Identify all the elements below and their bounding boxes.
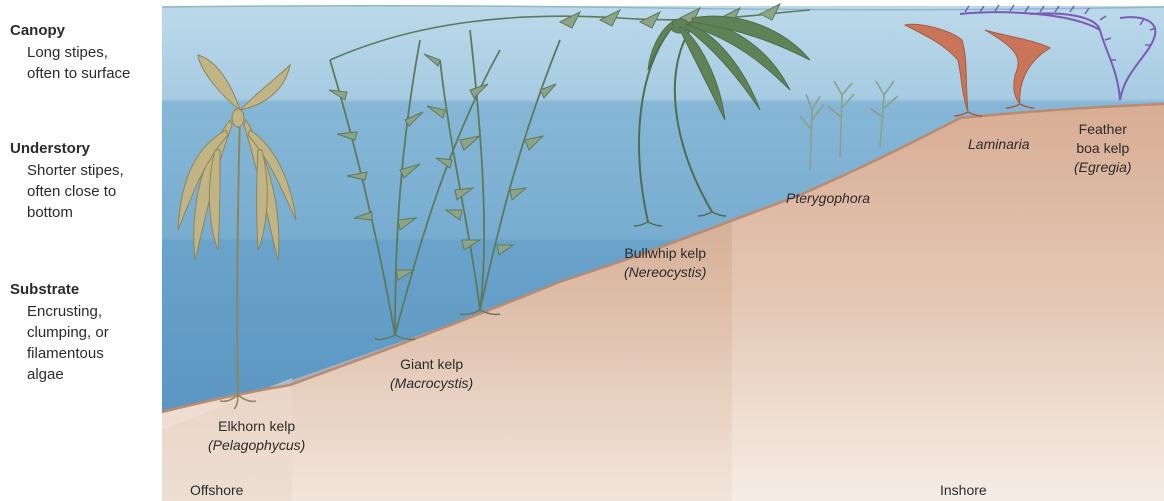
label-inshore: Inshore <box>940 482 987 498</box>
label-elkhorn-kelp: Elkhorn kelp (Pelagophycus) <box>208 417 305 455</box>
bullwhip-scientific-name: (Nereocystis) <box>624 263 706 282</box>
giant-scientific-name: (Macrocystis) <box>390 374 473 393</box>
laminaria-scientific-name: Laminaria <box>968 135 1029 154</box>
zone-title-substrate: Substrate <box>10 281 79 299</box>
label-offshore: Offshore <box>190 482 243 498</box>
giant-common-name: Giant kelp <box>390 355 473 374</box>
zone-desc-canopy: Long stipes, often to surface <box>27 42 130 84</box>
zone-desc-understory: Shorter stipes, often close to bottom <box>27 160 124 223</box>
feather-scientific-name: (Egregia) <box>1074 158 1132 177</box>
pterygophora-scientific-name: Pterygophora <box>786 189 870 208</box>
elkhorn-common-name: Elkhorn kelp <box>208 417 305 436</box>
zone-title-canopy: Canopy <box>10 22 65 40</box>
label-giant-kelp: Giant kelp (Macrocystis) <box>390 355 473 393</box>
label-laminaria: Laminaria <box>968 135 1029 154</box>
label-bullwhip-kelp: Bullwhip kelp (Nereocystis) <box>624 244 706 282</box>
zone-title-understory: Understory <box>10 140 90 158</box>
feather-common-name-2: boa kelp <box>1074 139 1132 158</box>
elkhorn-scientific-name: (Pelagophycus) <box>208 436 305 455</box>
label-feather-boa-kelp: Feather boa kelp (Egregia) <box>1074 120 1132 177</box>
feather-common-name-1: Feather <box>1074 120 1132 139</box>
label-pterygophora: Pterygophora <box>786 189 870 208</box>
zone-desc-substrate: Encrusting, clumping, or filamentous alg… <box>27 301 109 385</box>
bullwhip-common-name: Bullwhip kelp <box>624 244 706 263</box>
